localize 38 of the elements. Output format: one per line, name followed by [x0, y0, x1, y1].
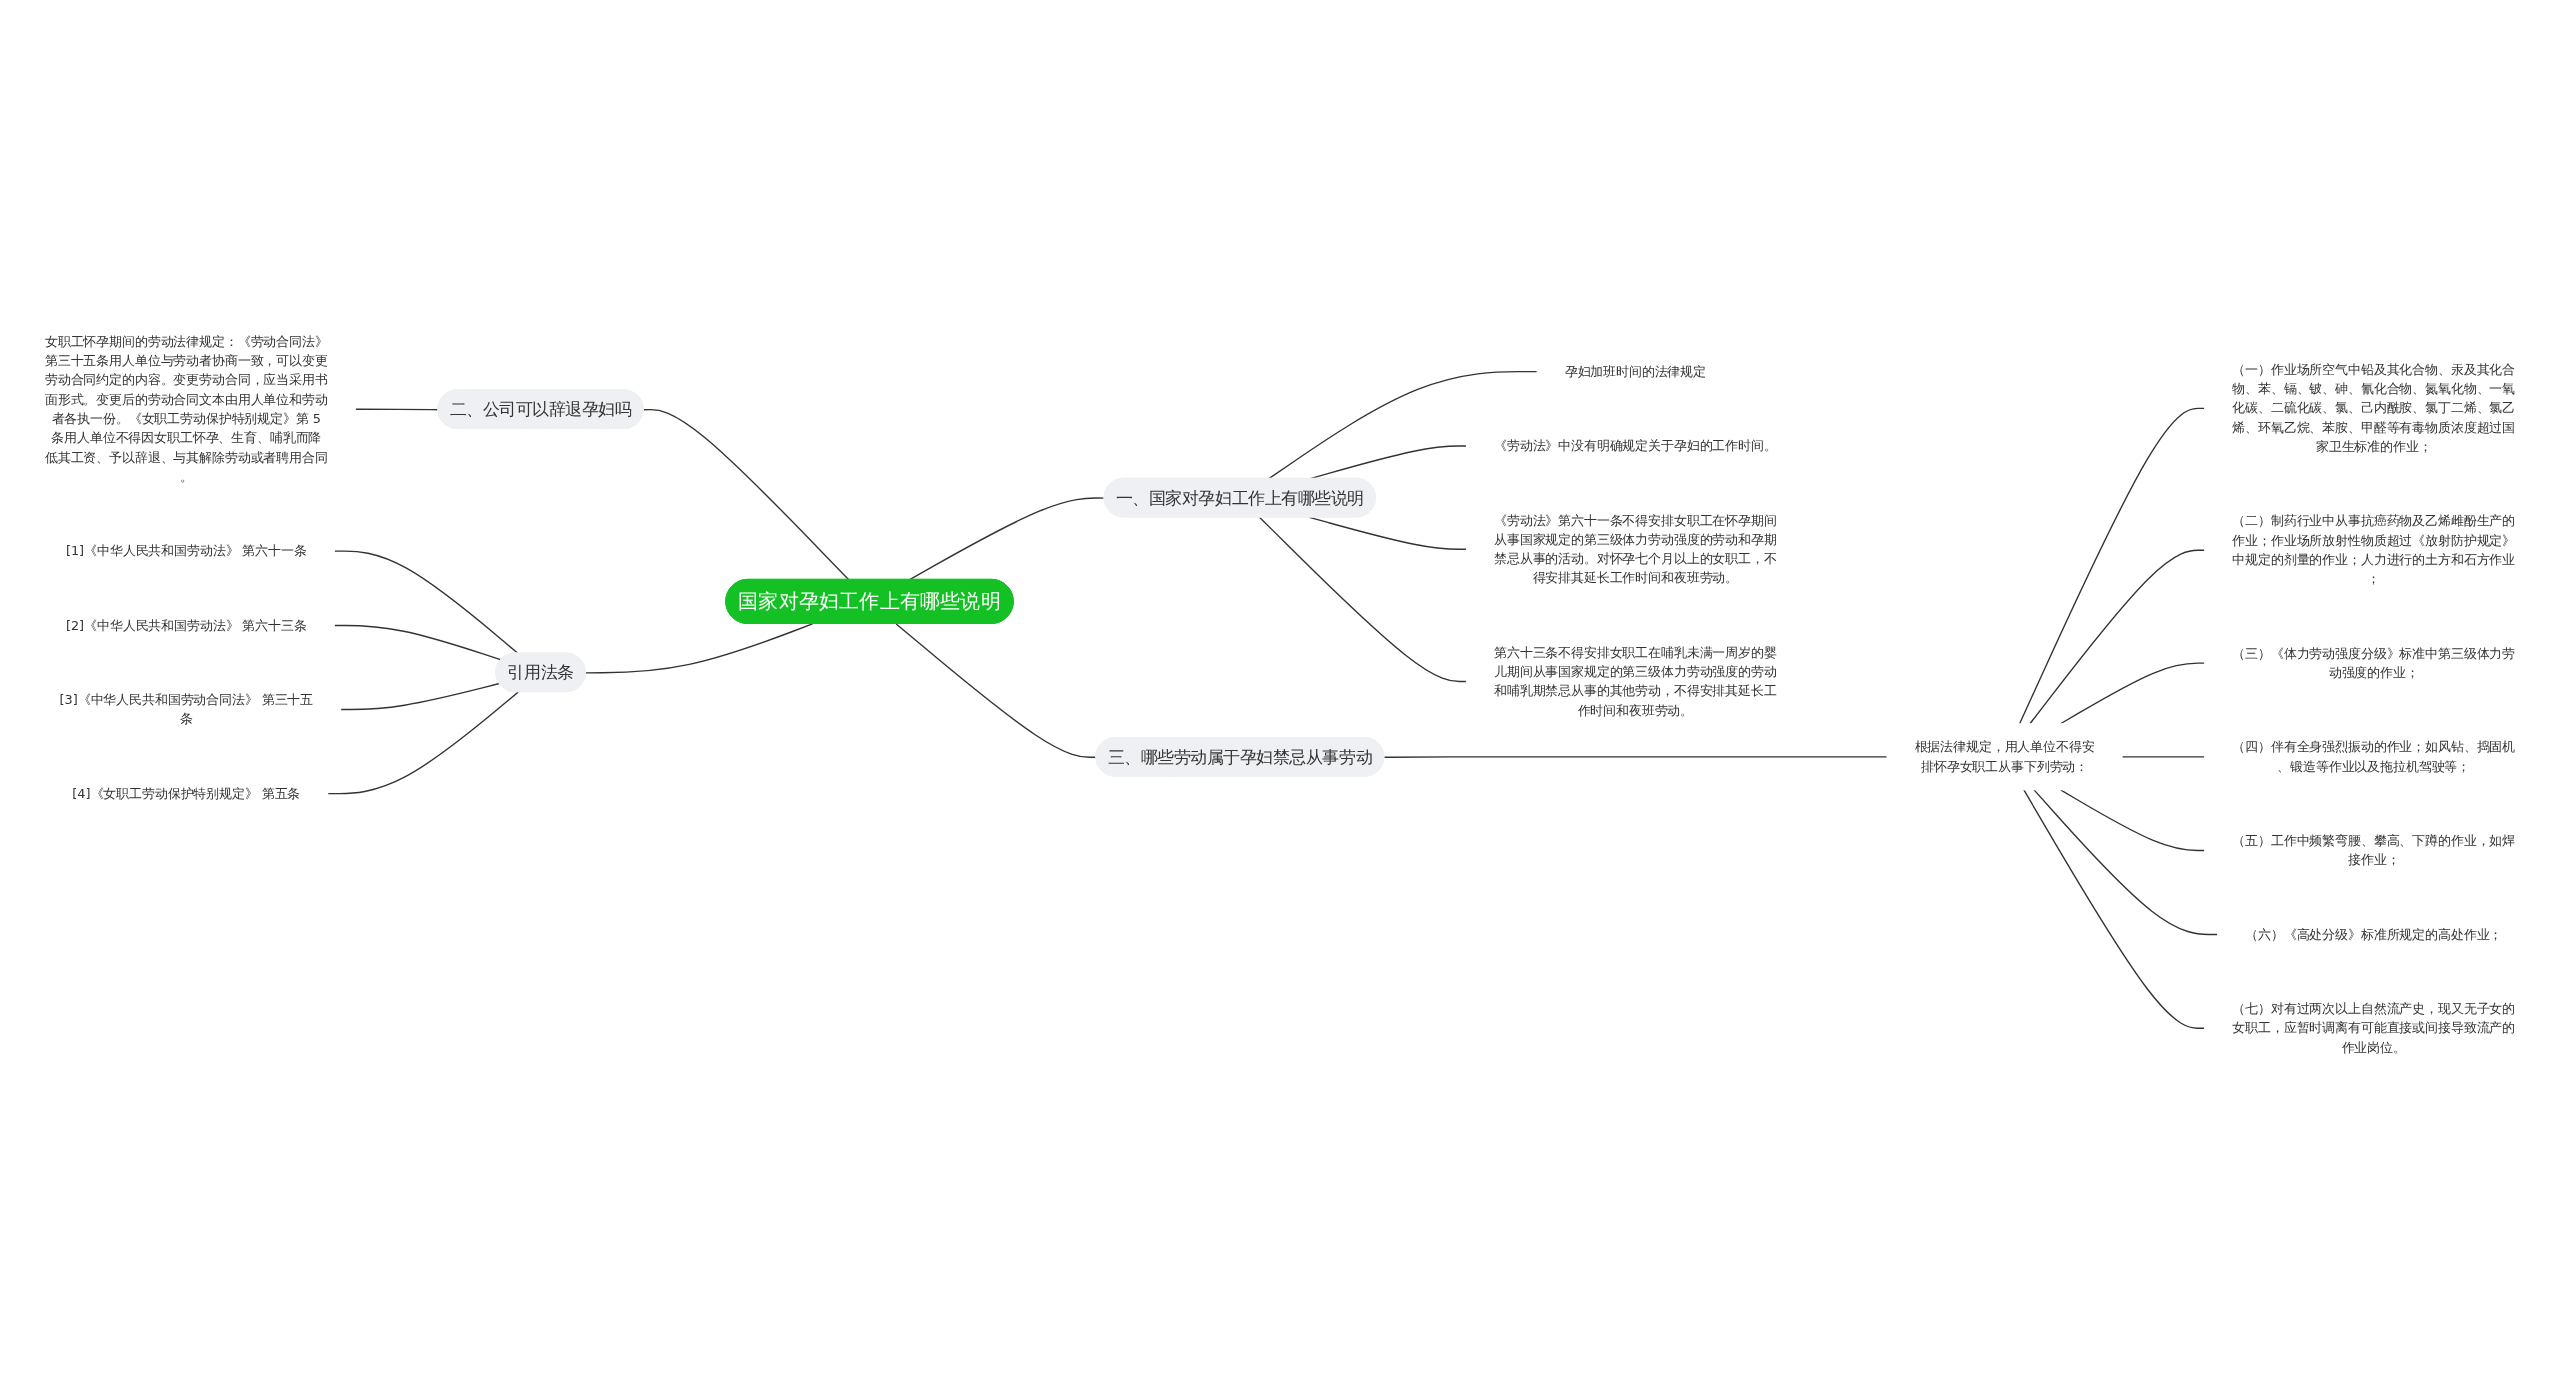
connector [2029, 549, 2206, 725]
node-text: （一）作业场所空气中铅及其化合物、汞及其化合物、苯、镉、铍、砷、氰化合物、氮氧化物、一氧化碳、二硫化碳、氯、己内酰胺、氯丁二烯、氯乙烯、环氧乙烷、苯胺、甲醛等有毒物质浓度超过国家卫生标准的作业； [2232, 361, 2516, 454]
connector [895, 623, 1097, 758]
node-text: 孕妇加班时间的法律规定 [1564, 363, 1707, 379]
connector [2121, 756, 2206, 758]
connector [354, 408, 440, 411]
node-text: （二）制药行业中从事抗癌药物及乙烯雌酚生产的作业；作业场所放射性物质超过《放射防护规定》中规定的剂量的作业；人力进行的土方和石方作业； [2232, 513, 2516, 586]
connector [2018, 407, 2206, 725]
connector [1259, 516, 1468, 683]
node-text: 《劳动法》第六十一条不得安排女职工在怀孕期间从事国家规定的第三级体力劳动强度的劳动和孕期禁忌从事的活动。对怀孕七个月以上的女职工，不得安排其延长工作时间和夜班劳动。 [1493, 512, 1777, 585]
mind-map-drawing: 国家对孕妇工作上有哪些说明 一、国家对孕妇工作上有哪些说明 孕妇加班时间的法律规定 《劳动法》中没有明确规定关于孕妇的工作时间。 《劳动法》第六十一条不得安排女职工在怀孕期间从事国家规定的第三级体力劳动强度的劳动和孕期禁忌从事的活动。对怀孕七个月以上的女职工，不得安排其延长工作时间和夜班劳动。 第六十三条不得安排女职工在哺乳未满一周岁的婴儿期间从事国家规定的第三级体力劳动强度的劳动和哺乳期禁忌从事的其他劳动，不得安排其延长工作时间和夜班劳动。 二、公司可以辞退孕妇吗 女职工怀孕期间的劳动法律规定：《劳动合同法》第三十五条用人单位与劳动者协商一致，可以变更劳动合同约定的内容。变更劳动合同，应当采用书面形式。变更后的劳动合同文本由用人单位和劳动者各执一份。《女职工劳动保护特别规定》第 5 条用人单位不得因女职工怀孕、生育、哺乳而降低其工资、予以辞退、与其解除劳动或者聘用合同。 引用法条 [1]《中华人民共和国劳动法》 第六十一条 [2]《中华人民共和国劳动法》 第六十三条 [3]《中华人民共和国劳动合同法》 第三十五条 [4]《女职工劳动保护特别规定》 第五条 三、哪些劳动属于孕妇禁忌从事劳动 根据法律规定，用人单位不得安排怀孕女职工从事下列劳动： （一）作业场所空气中铅及其化合物、汞及其化合物、苯、镉、铍、砷、氰化合物、氮氧化物、一氧化碳、二硫化碳、氯、己内酰胺、氯丁二烯、氯乙烯、环氧乙烷、苯胺、甲醛等有毒物质浓度超过国家卫生标准的作业； （二）制药行业中从事抗癌药物及乙烯雌酚生产的作业；作业场所放射性物质超过《放射防护规定》中规定的剂量的作业；人力进行的土方和石方作业； （三）《体力劳动强度分级》标准中第三级体力劳动强度的作业； （四）伴有全身强烈振动的作业；如风钻、捣固机、锻造等作业以及拖拉机驾驶等； （五）工作中频繁弯腰、攀高、下蹲的作业，如焊接作业； （六）《高处分级》标准所规定的高处作业； （七）对有过两次以上自然流产史，现又无子女的女职工，应暂时调离有可能直接或间接导致流产的作业岗位。 [10, 310, 2550, 1079]
connector [333, 624, 502, 661]
connector [908, 497, 1106, 581]
connector [333, 550, 519, 655]
node-text: （六）《高处分级》标准所规定的高处作业； [2245, 926, 2503, 942]
connector [1308, 516, 1468, 550]
connector [2023, 789, 2206, 1029]
connector [2059, 789, 2206, 852]
node-text: （四）伴有全身强烈振动的作业；如风钻、捣固机、锻造等作业以及拖拉机驾驶等； [2232, 739, 2516, 774]
node-text: [3]《中华人民共和国劳动合同法》 第三十五条 [59, 691, 314, 726]
node-text: [2]《中华人民共和国劳动法》 第六十三条 [65, 617, 307, 633]
node-text: 第六十三条不得安排女职工在哺乳未满一周岁的婴儿期间从事国家规定的第三级体力劳动强度的劳动和哺乳期禁忌从事的其他劳动，不得安排其延长工作时间和夜班劳动。 [1493, 644, 1777, 718]
connector [585, 623, 814, 674]
connector [1267, 370, 1538, 480]
connector [1383, 756, 1888, 758]
connector [340, 682, 501, 711]
connector [2059, 662, 2206, 725]
node-text: （三）《体力劳动强度分级》标准中第三级体力劳动强度的作业； [2232, 645, 2516, 680]
node-text: （七）对有过两次以上自然流产史，现又无子女的女职工，应暂时调离有可能直接或间接导致流产的作业岗位。 [2232, 1000, 2516, 1055]
connector [2033, 789, 2219, 936]
node-text: 根据法律规定，用人单位不得安排怀孕女职工从事下列劳动： [1914, 739, 2095, 774]
node-text: [4]《女职工劳动保护特别规定》 第五条 [72, 785, 301, 801]
connector [327, 691, 519, 795]
connector [642, 408, 850, 581]
node-text: 《劳动法》中没有明确规定关于孕妇的工作时间。 [1493, 438, 1777, 453]
node-text: （五）工作中频繁弯腰、攀高、下蹲的作业，如焊接作业； [2232, 832, 2516, 867]
node-text: [1]《中华人民共和国劳动法》 第六十一条 [65, 543, 307, 558]
node-text: 女职工怀孕期间的劳动法律规定：《劳动合同法》第三十五条用人单位与劳动者协商一致，可以变更劳动合同约定的内容。变更劳动合同，应当采用书面形式。变更后的劳动合同文本由用人单位和劳动者各执一份。《女职工劳动保护特别规定》第 5 条用人单位不得因女职工怀孕、生育、哺乳而降低其工资、予以辞退、与其解除劳动或者聘用合同。 [44, 333, 328, 484]
